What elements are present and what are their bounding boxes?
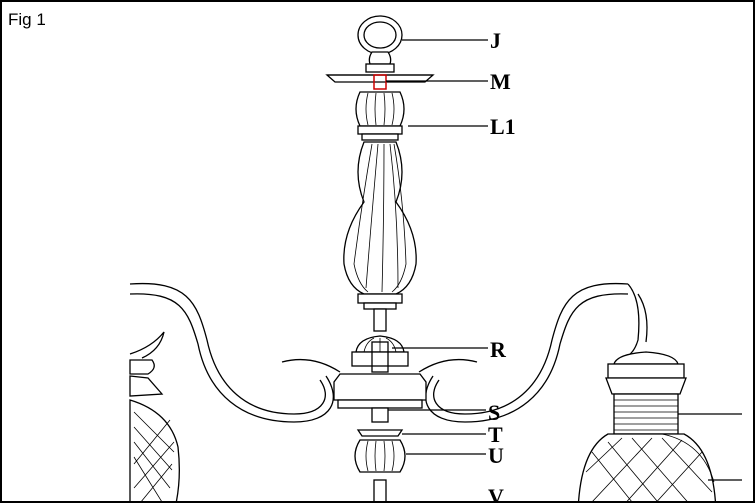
callout-j: J	[490, 28, 501, 53]
part-m-canopy	[325, 74, 435, 90]
right-glass-shade	[577, 351, 717, 501]
part-u-knob	[354, 439, 406, 501]
callout-l1: L1	[490, 114, 516, 139]
callout-t: T	[488, 422, 503, 447]
leader-lines	[386, 39, 742, 481]
part-r-knob	[351, 335, 409, 373]
left-glass-shade	[129, 359, 180, 501]
highlight-nut	[373, 74, 387, 90]
callout-v: V	[488, 484, 504, 503]
part-j-loop	[357, 15, 403, 73]
figure-label: Fig 1	[8, 10, 46, 29]
callout-m: M	[490, 69, 511, 94]
callout-u: U	[488, 443, 504, 468]
main-body	[343, 141, 417, 332]
part-t-washer	[356, 429, 404, 437]
central-hub	[333, 373, 427, 423]
callout-r: R	[490, 337, 507, 362]
part-l1-knob	[355, 91, 405, 141]
callout-s: S	[488, 400, 500, 425]
